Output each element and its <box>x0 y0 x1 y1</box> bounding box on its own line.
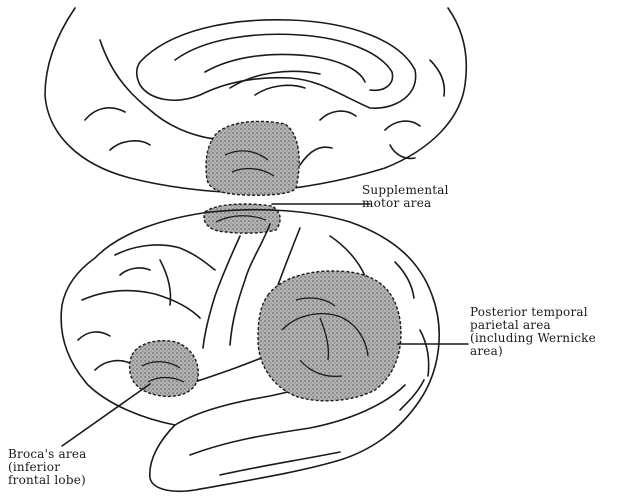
brocas-area-label: Broca's area (inferior frontal lobe) <box>8 448 86 487</box>
leader-line-broca <box>62 384 150 446</box>
broca-label-line-3: frontal lobe) <box>8 474 86 487</box>
temporal-sulcus-3 <box>220 452 340 475</box>
parietal-sulcus-1 <box>330 236 365 276</box>
medial-sulcus-7 <box>320 111 356 120</box>
occipital-sulcus-1 <box>420 330 429 376</box>
posterior-temporal-parietal-area-label: Posterior temporal parietal area (includ… <box>470 306 596 358</box>
frontal-sulcus-2 <box>82 291 200 318</box>
medial-sulcus-5 <box>85 108 125 120</box>
ptp-label-line-4: area) <box>470 345 596 358</box>
frontal-sulcus-3 <box>120 268 150 275</box>
occipital-sulcus-2 <box>400 380 424 410</box>
medial-sulcus-2 <box>230 71 320 88</box>
parietal-sulcus-2 <box>395 262 414 298</box>
cingulate-gyrus <box>175 34 393 90</box>
frontal-sulcus-1 <box>115 245 215 270</box>
medial-sulcus-10 <box>300 147 332 165</box>
frontal-sulcus-5 <box>95 361 132 370</box>
wernicke-area <box>258 271 401 401</box>
medial-sulcus-6 <box>110 141 150 150</box>
supplemental-motor-area-label: Supplemental motor area <box>362 184 449 210</box>
medial-sulcus-9 <box>430 60 444 96</box>
sma-label-line-2: motor area <box>362 197 449 210</box>
brocas-area <box>130 341 199 397</box>
medial-sulcus-8 <box>385 121 420 130</box>
medial-sulcus-3 <box>255 85 305 95</box>
medial-sulcus-11 <box>390 145 415 158</box>
frontal-sulcus-4 <box>78 332 110 340</box>
corpus-callosum <box>137 20 416 108</box>
precentral-sulcus <box>203 236 240 348</box>
supplemental-motor-area-medial <box>206 121 299 195</box>
